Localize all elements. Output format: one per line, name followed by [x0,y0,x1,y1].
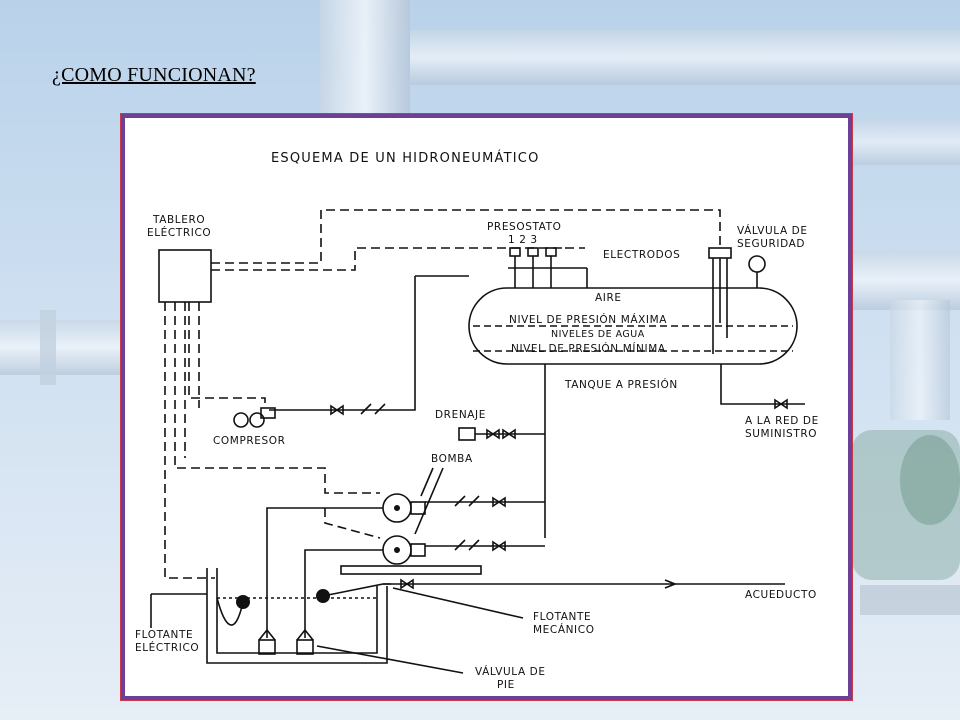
flotante-mecanico-label-2: MECÁNICO [533,623,595,636]
slide-title: ¿COMO FUNCIONAN? [52,64,256,86]
suction-pipe-2 [304,549,383,638]
pressure-tank [468,287,798,365]
supply-pipe [720,364,805,405]
flotante-mecanico-label-1: FLOTANTE [533,611,591,623]
compresor-label: COMPRESOR [213,435,286,447]
diagram-frame: ESQUEMA DE UN HIDRONEUMÁTICO TABLERO ELÉ… [120,113,853,701]
wire-compressor [188,302,266,408]
tanque-label: TANQUE A PRESIÓN [564,378,678,391]
wire-pump-1 [174,302,380,494]
cistern-cover [340,565,482,575]
inlet-valve-icon [400,578,414,590]
nivel-minimo-label: NIVEL DE PRESIÓN MÍNIMA [511,342,666,355]
foot-valve-1-icon [258,639,276,655]
aire-label: AIRE [595,292,622,304]
air-valve-icon [330,404,344,416]
red-label-1: A LA RED DE [745,415,819,427]
supply-valve-icon [774,398,788,410]
valvula-seguridad-label-2: SEGURIDAD [737,238,805,250]
drain-icon [458,427,476,441]
bomba-label: BOMBA [431,453,473,465]
hydropneumatic-diagram: ESQUEMA DE UN HIDRONEUMÁTICO TABLERO ELÉ… [135,150,819,691]
tablero-label-1: TABLERO [152,214,205,226]
cistern [206,568,388,664]
air-pipe [269,276,416,411]
wire-presostato [211,247,565,271]
valvula-seguridad-label-1: VÁLVULA DE [737,224,808,237]
flotante-electrico-label-2: ELÉCTRICO [135,641,199,654]
wire-safety-valve [211,209,721,264]
pressure-gauge-icon [748,255,766,273]
diagram-title: ESQUEMA DE UN HIDRONEUMÁTICO [271,150,540,166]
valvula-pie-label-2: PIE [497,679,515,691]
niveles-agua-label: NIVELES DE AGUA [551,329,645,340]
electrical-panel [158,249,212,303]
nivel-maximo-label: NIVEL DE PRESIÓN MÁXIMA [509,313,667,326]
acueducto-label: ACUEDUCTO [745,589,817,601]
check-valve-icon [360,403,386,415]
tablero-label-2: ELÉCTRICO [147,226,211,239]
electrodos-label: ELECTRODOS [603,249,680,261]
suction-pipe-1 [266,507,383,638]
compressor-icon [233,412,249,428]
presostato-label: PRESOSTATO [487,221,562,233]
wire-pump-2 [324,508,381,539]
wire-float-electric [164,302,215,579]
valvula-pie-label-1: VÁLVULA DE [475,665,546,678]
presostato-numbers: 1 2 3 [508,234,538,246]
drenaje-label: DRENAJE [435,409,486,421]
flotante-electrico-label-1: FLOTANTE [135,629,193,641]
foot-valve-2-icon [296,639,314,655]
red-label-2: SUMINISTRO [745,428,817,440]
